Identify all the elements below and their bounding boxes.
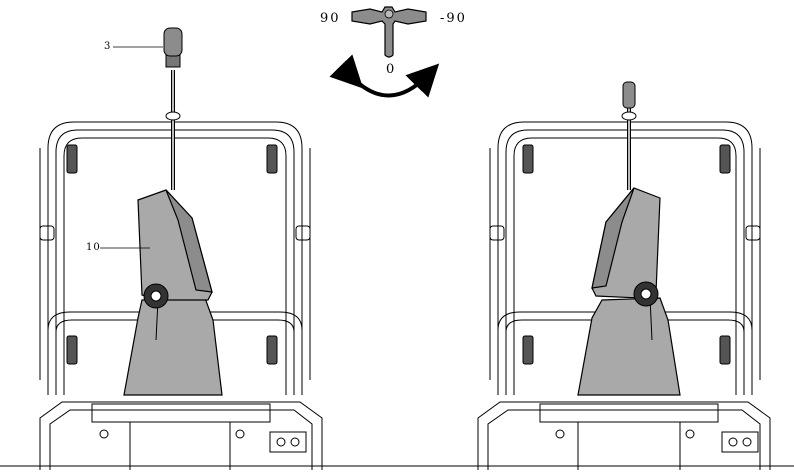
rotation-arrow-icon: [329, 54, 440, 98]
angle-label-90: 90: [320, 11, 341, 26]
control-shaft: [163, 27, 183, 190]
base-housing: [477, 401, 771, 470]
callout-chute-number: 10: [86, 242, 101, 253]
chute-assembly: [123, 189, 223, 396]
angle-label-0: 0: [386, 62, 397, 77]
chute-assembly: [577, 187, 681, 396]
t-handle-icon: [351, 6, 427, 58]
callout-handle-number: 3: [104, 41, 112, 52]
left-view: [0, 27, 794, 470]
right-view: [477, 81, 771, 470]
base-housing: [39, 401, 323, 470]
angle-label-minus-90: -90: [440, 11, 467, 26]
control-shaft: [621, 81, 637, 190]
rotation-legend: [329, 6, 440, 98]
frame-knob-icon: [66, 144, 278, 365]
chute-lock-knob-icon: [633, 281, 659, 307]
frame-knob-icon: [522, 144, 731, 365]
chute-lock-knob-icon: [143, 283, 169, 309]
